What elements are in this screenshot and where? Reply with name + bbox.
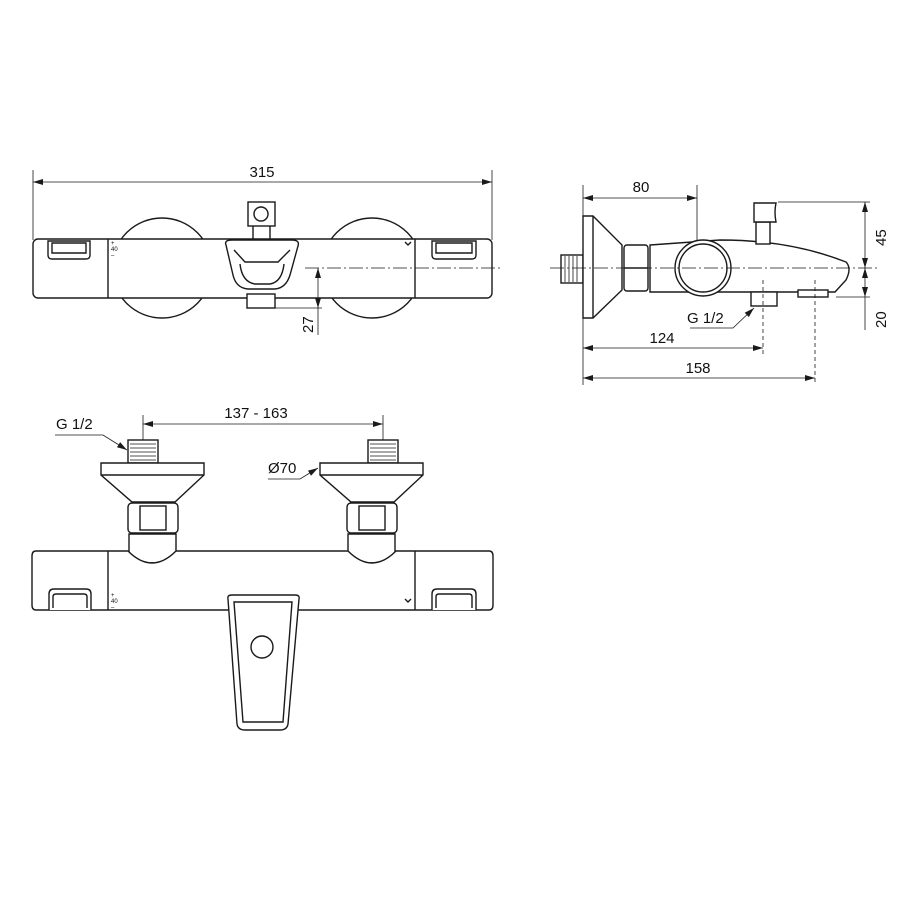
svg-text:40: 40 bbox=[111, 247, 118, 253]
outlet-drop-label: 20 bbox=[873, 311, 890, 328]
flange-diameter-label: Ø70 bbox=[268, 460, 296, 477]
inlet-thread bbox=[560, 254, 584, 284]
svg-text:40: 40 bbox=[111, 599, 118, 605]
left-handle-grip bbox=[47, 240, 91, 260]
right-inlet bbox=[319, 439, 424, 564]
shower-holder bbox=[247, 201, 276, 227]
right-handle-grip bbox=[431, 240, 477, 260]
bottom-mixer-body bbox=[31, 550, 494, 611]
width-dimension-label: 315 bbox=[249, 164, 274, 181]
side-holder-stem bbox=[755, 221, 771, 245]
side-outlet-thread bbox=[750, 291, 778, 307]
spout-distance-label: 158 bbox=[685, 360, 710, 377]
spout-aerator bbox=[797, 289, 829, 298]
bottom-view: 137 - 163 G 1/2 Ø70 + bbox=[31, 405, 494, 731]
side-shower-holder bbox=[753, 202, 777, 223]
bottom-left-handle-grip bbox=[48, 588, 92, 610]
centers-label: 137 - 163 bbox=[224, 405, 287, 422]
svg-text:+: + bbox=[111, 593, 115, 599]
outlet-thread-label: G 1/2 bbox=[687, 310, 724, 327]
inlet-thread-label: G 1/2 bbox=[56, 416, 93, 433]
svg-text:–: – bbox=[111, 605, 115, 611]
outlet-offset-label: 27 bbox=[300, 316, 317, 333]
holder-height-label: 45 bbox=[873, 229, 890, 246]
outlet-thread bbox=[246, 293, 276, 309]
spout-top bbox=[224, 239, 300, 290]
svg-text:+: + bbox=[111, 241, 115, 247]
spout-outlet-circle bbox=[250, 635, 274, 659]
bath-spout bbox=[227, 594, 300, 731]
front-view: 315 + 40 – 27 bbox=[32, 164, 500, 335]
svg-text:–: – bbox=[111, 253, 115, 259]
depth-label: 80 bbox=[633, 179, 650, 196]
side-view: 80 45 20 124 158 G 1/2 bbox=[550, 179, 890, 385]
bottom-right-handle-grip bbox=[431, 588, 477, 610]
wall-flange bbox=[582, 215, 623, 319]
left-inlet bbox=[100, 439, 205, 564]
outlet-distance-label: 124 bbox=[649, 330, 674, 347]
